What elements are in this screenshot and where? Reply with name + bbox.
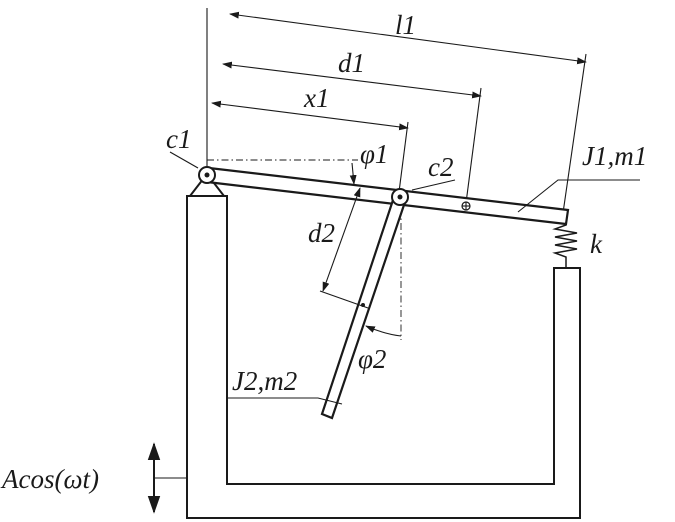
leader-j1m1 xyxy=(517,179,640,213)
com-bar-2-icon xyxy=(361,303,365,307)
ext-line-x1 xyxy=(398,121,409,193)
joint-c1-pin xyxy=(204,172,210,178)
pivot-support xyxy=(187,172,227,197)
dim-x1-arrow xyxy=(211,100,409,131)
label-j2m2: J2,m2 xyxy=(232,366,297,396)
ext-line-d2 xyxy=(319,290,369,309)
ext-line-l1 xyxy=(562,53,587,214)
label-c2: c2 xyxy=(428,152,453,182)
label-c1: c1 xyxy=(166,124,191,154)
joint-c2-pin xyxy=(397,194,403,200)
phi2-angle-arrow xyxy=(365,325,402,337)
leader-c2 xyxy=(411,179,456,191)
label-excitation: Acos(ωt) xyxy=(0,464,99,494)
leader-j2m2 xyxy=(228,397,343,405)
label-x1: x1 xyxy=(303,83,329,113)
phi1-angle-arrow xyxy=(349,162,357,185)
frame-outer xyxy=(186,195,581,519)
label-j1m1: J1,m1 xyxy=(582,141,647,171)
dim-d2-arrow xyxy=(322,187,361,292)
label-l1: l1 xyxy=(395,10,416,40)
label-d2: d2 xyxy=(308,218,335,248)
leader-c1 xyxy=(169,151,199,169)
label-d1: d1 xyxy=(338,48,365,78)
label-k: k xyxy=(590,229,603,259)
label-phi1: φ1 xyxy=(360,139,388,169)
label-phi2: φ2 xyxy=(358,344,386,374)
spring-k xyxy=(552,212,578,268)
ext-line-d1 xyxy=(465,87,482,204)
dim-l1-arrow xyxy=(229,11,587,65)
dim-d1-arrow xyxy=(222,61,482,99)
